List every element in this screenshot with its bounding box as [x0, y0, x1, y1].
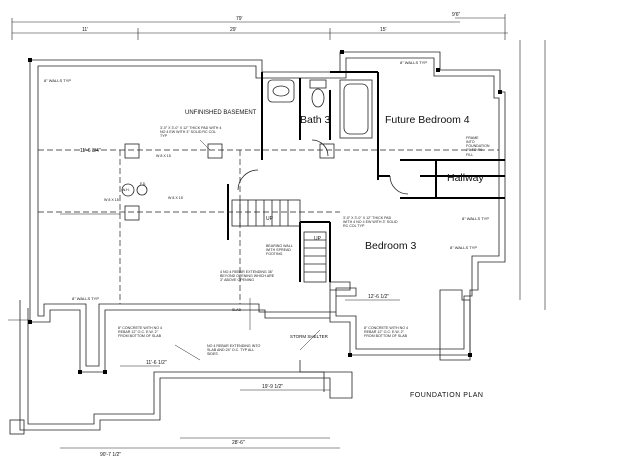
dim-left-beam: 11'-6 3/4"	[80, 148, 101, 154]
label-beam-3: W 8 X 15	[104, 198, 119, 202]
note-slab-left: 8" CONCRETE WITH NO 4 REBAR 12" O.C. E.W…	[118, 326, 163, 339]
dim-seg-right: 15'	[380, 27, 387, 33]
note-walls-right-lower: 8" WALLS TYP	[450, 245, 477, 250]
dim-seg-left: 11'	[82, 27, 89, 33]
note-walls-top-right: 8" WALLS TYP	[400, 60, 427, 65]
label-stair-up-2: UP	[314, 236, 321, 242]
dim-bottom-overall: 90'-7 1/2"	[100, 452, 122, 458]
label-beam-2: W 8 X 15	[168, 196, 183, 200]
dim-top-overall: 79'	[236, 16, 243, 22]
label-slab: SLAB	[232, 308, 241, 312]
plan-title: FOUNDATION PLAN	[410, 392, 484, 399]
dim-top-right: 9'6"	[452, 12, 461, 18]
note-slab-right: 8" CONCRETE WITH NO 4 REBAR 12" O.C. E.W…	[364, 326, 409, 339]
note-pad-1: 3'-0" X 3'-0" X 12" THICK PAD WITH 4 NO …	[160, 126, 222, 139]
label-beam-1: W 8 X 15	[156, 154, 171, 158]
room-label-storm-shelter: STORM SHELTER	[290, 334, 328, 339]
note-frame: FRAME INTO FOUNDATION 2'6 TO 8'0 FILL	[466, 136, 490, 157]
room-label-hallway: Hallway	[447, 172, 484, 184]
room-label-bedroom: Bedroom 3	[365, 240, 417, 252]
dim-seg-mid: 29'	[230, 27, 237, 33]
room-label-future-bedroom: Future Bedroom 4	[385, 114, 470, 126]
note-no-rebar: NO 4 REBAR EXTENDING INTO SLAB AND 24" O…	[207, 344, 261, 357]
note-pad-2: 3'-0" X 3'-0" X 12" THICK PAD WITH 4 NO …	[343, 216, 398, 229]
note-walls-bottom: 8" WALLS TYP	[72, 296, 99, 301]
label-water-heater: W.H.	[122, 188, 130, 192]
note-rebar: 4 NO 4 REBAR EXTENDING 36" BEYOND OPENIN…	[220, 270, 275, 283]
label-stair-up-1: UP	[266, 216, 273, 222]
dim-bottom-mid: 28'-6"	[232, 440, 245, 446]
label-floor-drain: F.D.	[140, 182, 147, 186]
dim-inner-side: 11'-6 1/2"	[146, 360, 167, 366]
dim-inner-bottom: 19'-9 1/2"	[262, 384, 284, 390]
note-walls-top-left: 8" WALLS TYP	[44, 78, 71, 83]
room-label-unfinished-basement: UNFINISHED BASEMENT	[185, 110, 257, 116]
note-walls-mid-right: 8" WALLS TYP	[462, 216, 489, 221]
room-label-bath: Bath 3	[300, 114, 331, 126]
note-bearing-wall: BEARING WALL WITH SPREAD FOOTING	[266, 244, 293, 257]
dim-mid-right: 12'-6 1/2"	[368, 294, 390, 300]
